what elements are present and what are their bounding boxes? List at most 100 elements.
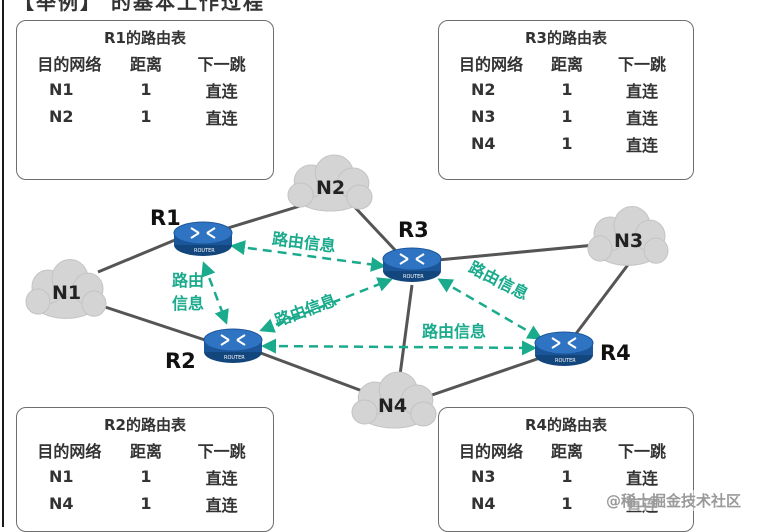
next-hop-cell: 直连 (205, 468, 238, 488)
network-n3-label: N3 (614, 230, 643, 252)
router-device-text: ROUTER (224, 355, 245, 361)
routing-table-r1-title: R1的路由表 (104, 29, 186, 47)
column-header: 距离 (129, 441, 162, 461)
routing-table-r3-title: R3的路由表 (525, 29, 607, 47)
router-device-text: ROUTER (555, 358, 576, 364)
column-header: 下一跳 (617, 54, 666, 74)
column-header: 距离 (550, 441, 583, 461)
routing-table-r2-title: R2的路由表 (104, 416, 186, 434)
next-hop-cell: 直连 (625, 81, 658, 101)
table-row: N4 1 直连 (445, 130, 687, 157)
page-heading: 【举例】 的基本工作过程 (14, 0, 265, 14)
network-n2-label: N2 (316, 177, 345, 199)
distance-cell: 1 (561, 107, 573, 126)
destination-cell: N3 (471, 467, 496, 486)
routing-table-r4-title: R4的路由表 (525, 416, 607, 434)
cloud-n2-shape (287, 154, 373, 212)
physical-links (89, 200, 632, 397)
destination-cell: N2 (49, 107, 74, 126)
column-header: 下一跳 (197, 54, 246, 74)
distance-cell: 1 (140, 494, 152, 513)
destination-cell: N4 (471, 134, 496, 153)
table-row: N1 1 直连 (23, 76, 267, 103)
info-label-r2-r4: 路由信息 (422, 322, 486, 341)
column-header: 目的网络 (458, 54, 523, 74)
destination-cell: N2 (471, 80, 496, 99)
info-label-r2-r3: 路由信息 (272, 290, 339, 330)
table-row: N4 1 直连 (23, 490, 267, 517)
column-header: 距离 (550, 54, 583, 74)
next-hop-cell: 直连 (625, 135, 658, 155)
destination-cell: N4 (471, 494, 496, 513)
column-header: 目的网络 (37, 441, 102, 461)
info-arrow-r2-r4 (261, 338, 537, 356)
column-header: 距离 (129, 54, 162, 74)
router-r4-label: R4 (600, 341, 631, 365)
info-label-r1-r3: 路由信息 (271, 229, 337, 256)
info-arrow-r3-r4 (437, 278, 543, 340)
link-r1-n2 (227, 204, 301, 230)
destination-cell: N4 (49, 494, 74, 513)
link-n1-r2 (89, 300, 206, 342)
table-row: N3 1 直连 (445, 103, 687, 130)
link-n1-r1 (97, 238, 176, 274)
distance-cell: 1 (140, 467, 152, 486)
link-n4-r4 (431, 356, 541, 397)
destination-cell: N1 (49, 467, 74, 486)
distance-cell: 1 (561, 494, 573, 513)
distance-cell: 1 (561, 467, 573, 486)
router-r3-icon: ROUTER (382, 247, 442, 282)
info-arrow-r1-r3 (230, 240, 386, 272)
router-device-text: ROUTER (403, 274, 424, 280)
column-header: 下一跳 (197, 441, 246, 461)
routing-table-r1: R1的路由表 目的网络 距离 下一跳 N1 1 直连 N2 1 直连 (16, 20, 274, 180)
routing-table-r3: R3的路由表 目的网络 距离 下一跳 N2 1 直连 N3 1 直连 N4 1 … (438, 20, 694, 180)
link-r3-n3 (437, 243, 596, 262)
router-r4-icon: ROUTER (534, 331, 594, 366)
routing-table-r2-grid: 目的网络 距离 下一跳 N1 1 直连 N4 1 直连 (23, 436, 267, 517)
router-device-text: ROUTER (194, 248, 215, 254)
info-arrow-r2-r3 (259, 277, 393, 333)
distance-cell: 1 (561, 80, 573, 99)
cloud-n4-shape (351, 371, 437, 429)
left-border (2, 0, 4, 527)
table-header-row: 目的网络 距离 下一跳 (23, 436, 267, 463)
next-hop-cell: 直连 (625, 468, 658, 488)
link-r3-n4 (398, 284, 414, 376)
routing-table-r3-grid: 目的网络 距离 下一跳 N2 1 直连 N3 1 直连 N4 1 直连 (445, 49, 687, 157)
next-hop-cell: 直连 (205, 81, 238, 101)
link-n2-r3 (348, 200, 397, 252)
distance-cell: 1 (561, 134, 573, 153)
link-n3-r4 (573, 261, 632, 336)
column-header: 目的网络 (458, 441, 523, 461)
distance-cell: 1 (140, 107, 152, 126)
info-label-r1-r2-line2: 信息 (172, 294, 204, 313)
table-header-row: 目的网络 距离 下一跳 (445, 49, 687, 76)
network-n4-label: N4 (378, 395, 407, 417)
cloud-n3-shape (587, 205, 669, 266)
network-n1-label: N1 (52, 282, 81, 304)
routing-table-r4: R4的路由表 目的网络 距离 下一跳 N3 1 直连 N4 1 直连 (438, 407, 694, 532)
next-hop-cell: 直连 (205, 495, 238, 515)
info-label-r1-r2-line1: 路由 (172, 271, 204, 290)
table-row: N2 1 直连 (23, 103, 267, 130)
watermark: @稀土掘金技术社区 (606, 490, 742, 511)
next-hop-cell: 直连 (205, 108, 238, 128)
column-header: 下一跳 (617, 441, 666, 461)
cloud-n1-shape (25, 258, 107, 319)
table-row: N1 1 直连 (23, 463, 267, 490)
router-r1-icon: ROUTER (173, 221, 233, 256)
destination-cell: N3 (471, 107, 496, 126)
info-label-r3-r4: 路由信息 (466, 258, 532, 304)
table-header-row: 目的网络 距离 下一跳 (23, 49, 267, 76)
router-r2-icon: ROUTER (203, 328, 263, 363)
table-header-row: 目的网络 距离 下一跳 (445, 436, 687, 463)
next-hop-cell: 直连 (625, 108, 658, 128)
routing-table-r1-grid: 目的网络 距离 下一跳 N1 1 直连 N2 1 直连 (23, 49, 267, 130)
link-r2-n4 (257, 350, 366, 394)
router-r1-label: R1 (150, 206, 181, 230)
table-row: N2 1 直连 (445, 76, 687, 103)
distance-cell: 1 (140, 80, 152, 99)
router-r3-label: R3 (398, 218, 429, 242)
info-arrow-r1-r2 (201, 261, 229, 325)
